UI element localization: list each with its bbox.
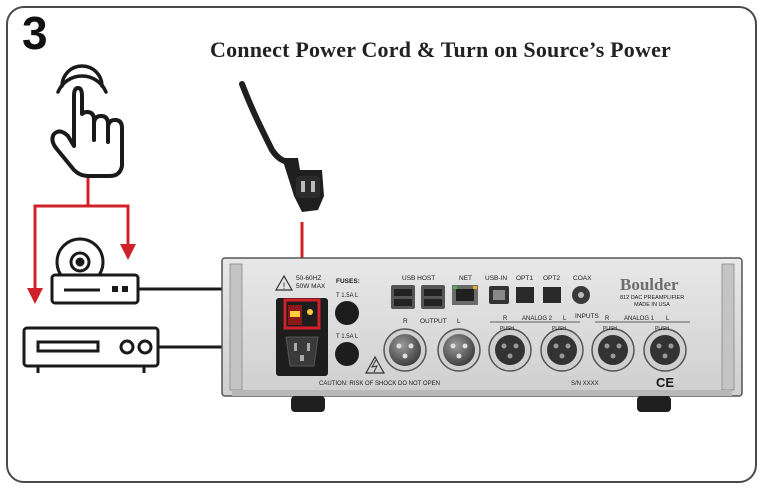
coax-port-pin	[578, 292, 584, 298]
usb-host-label: USB HOST	[402, 275, 435, 282]
opt2-port	[543, 287, 561, 303]
shock-warning-icon	[364, 355, 386, 374]
made-in-label: MADE IN USA	[634, 302, 670, 308]
analog2-r-label: R	[503, 316, 508, 322]
analog1-l-label: L	[666, 316, 670, 322]
page-title: Connect Power Cord & Turn on Source’s Po…	[210, 37, 672, 62]
opt2-label: OPT2	[543, 275, 560, 282]
output-label: OUTPUT	[420, 318, 447, 325]
inputs-label: INPUTS	[575, 313, 600, 320]
model-label: 812 DAC PREAMPLIFIER	[620, 295, 684, 301]
input-xlr-a1-l	[643, 328, 687, 372]
input-xlr-a2-r	[488, 328, 532, 372]
net-label: NET	[459, 275, 472, 282]
source-cables	[138, 287, 232, 349]
opt1-label: OPT1	[516, 275, 533, 282]
analog2-label: ANALOG 2	[522, 316, 553, 322]
push-a1-l: PUSH	[655, 326, 669, 332]
analog1-label: ANALOG 1	[624, 316, 655, 322]
arrow-head-left	[27, 288, 43, 304]
power-rating-2: 50W MAX	[296, 283, 326, 290]
analog2-l-label: L	[563, 316, 567, 322]
usb-in-label: USB-IN	[485, 275, 507, 282]
tap-hand-icon	[50, 64, 124, 178]
arrow-head-right	[120, 244, 136, 260]
fuse-holder-2	[335, 342, 359, 366]
power-rating-1: 50-60HZ	[296, 275, 321, 282]
ce-mark: CE	[656, 375, 674, 390]
usb-in-port-inner	[493, 290, 505, 300]
power-on-arrows	[33, 178, 130, 290]
output-xlr-r	[383, 328, 427, 372]
serial-label: S/N XXXX	[571, 381, 599, 387]
power-switch-highlight	[283, 298, 321, 330]
usb-host-ports	[391, 285, 445, 309]
output-l-label: L	[457, 318, 461, 325]
warning-icon: !	[274, 274, 294, 291]
brand-logo: Boulder	[620, 275, 679, 294]
fuse-2-label: T 1.5A L	[336, 334, 359, 340]
push-a1-r: PUSH	[603, 326, 617, 332]
receiver-icon	[22, 326, 160, 373]
power-cord-icon	[239, 81, 324, 212]
output-r-label: R	[403, 318, 408, 325]
fuses-label: FUSES:	[336, 278, 360, 285]
analog1-r-label: R	[605, 316, 610, 322]
ethernet-port	[452, 285, 478, 305]
svg-text:!: !	[283, 281, 286, 291]
output-xlr-l	[437, 328, 481, 372]
push-a2-l: PUSH	[552, 326, 566, 332]
power-inlet	[276, 298, 328, 376]
caution-text: CAUTION: RISK OF SHOCK DO NOT OPEN	[319, 381, 440, 387]
input-xlr-a2-l	[540, 328, 584, 372]
input-xlr-a1-r	[591, 328, 635, 372]
fuse-1-label: T 1.5A L	[336, 293, 359, 299]
push-a2-r: PUSH	[500, 326, 514, 332]
cd-player-icon	[50, 237, 140, 305]
coax-label: COAX	[573, 275, 592, 282]
fuse-holder-1	[335, 301, 359, 325]
opt1-port	[516, 287, 534, 303]
step-number: 3	[22, 7, 48, 59]
